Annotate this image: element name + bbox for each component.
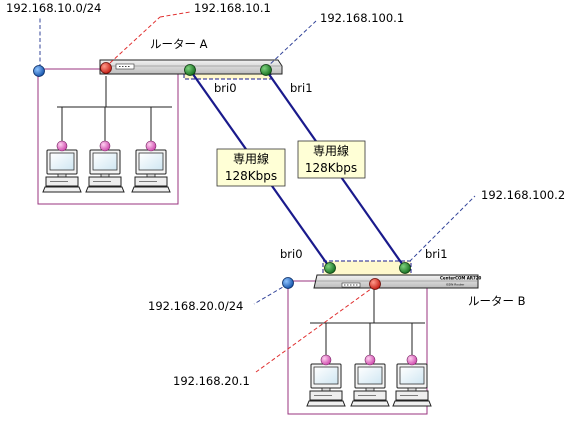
pc-a-2 (85, 149, 125, 193)
router-b-lan-port (369, 278, 381, 290)
pc-a-3-port (145, 140, 157, 152)
router-b-label: ルーター B (468, 294, 526, 308)
router-b-wan-ip-label: 192.168.100.2 (481, 188, 565, 202)
router-b-lan-ip-label: 192.168.20.1 (173, 374, 250, 388)
pc-b-3 (392, 363, 432, 407)
leader-ip-a-wan (265, 20, 317, 69)
lan-b-network-dot (282, 277, 294, 289)
lan-a-network (57, 76, 172, 146)
router-a-label: ルーター A (150, 37, 208, 51)
leased-line-1-speed: 128Kbps (225, 169, 277, 183)
router-b-bri0-label: bri0 (280, 247, 303, 261)
pc-b-3-port (406, 354, 418, 366)
pc-a-3 (131, 149, 171, 193)
pc-b-1 (306, 363, 346, 407)
router-a-bri0-label: bri0 (214, 81, 237, 95)
lan-b-network (310, 287, 425, 360)
leader-ip-a-lan (109, 16, 161, 64)
router-a-bri1-label: bri1 (290, 81, 313, 95)
router-a-bri0-port (184, 64, 196, 76)
pc-b-1-port (320, 354, 332, 366)
pc-a-1-port (56, 140, 68, 152)
router-b-bri1-port (399, 262, 411, 274)
router-a-bri1-port (260, 64, 272, 76)
router-a-lan-ip-label: 192.168.10.1 (194, 1, 271, 15)
lan-a-network-label: 192.168.10.0/24 (6, 1, 101, 15)
router-a-wan-ip-label: 192.168.100.1 (320, 11, 404, 25)
router-b-device: CenterCOM AR720 ISDN Router (313, 274, 482, 289)
leased-line-1-type: 専用線 (233, 151, 269, 166)
leased-line-label-1: 専用線 128Kbps (216, 148, 286, 187)
leader-ip-a-lan-tail (159, 11, 191, 18)
lan-b-network-label: 192.168.20.0/24 (148, 299, 243, 313)
leader-net-b (253, 283, 289, 305)
pc-a-1 (42, 149, 82, 193)
router-b-bri1-label: bri1 (425, 247, 448, 261)
lan-a-network-dot (33, 65, 45, 77)
leased-line-label-2: 専用線 128Kbps (297, 140, 366, 179)
leader-ip-b-lan (255, 285, 376, 373)
pc-a-2-port (99, 140, 111, 152)
router-b-brand: CenterCOM AR720 (440, 276, 482, 281)
router-a-lan-port (100, 62, 112, 74)
pc-b-2 (350, 363, 390, 407)
leader-ip-b-wan (404, 195, 476, 267)
leased-line-2-type: 専用線 (313, 143, 349, 158)
router-b-model: ISDN Router (446, 283, 465, 287)
leased-line-2-speed: 128Kbps (305, 161, 357, 175)
router-b-bri-group (322, 260, 412, 279)
pc-b-2-port (364, 354, 376, 366)
router-b-bri0-port (324, 262, 336, 274)
